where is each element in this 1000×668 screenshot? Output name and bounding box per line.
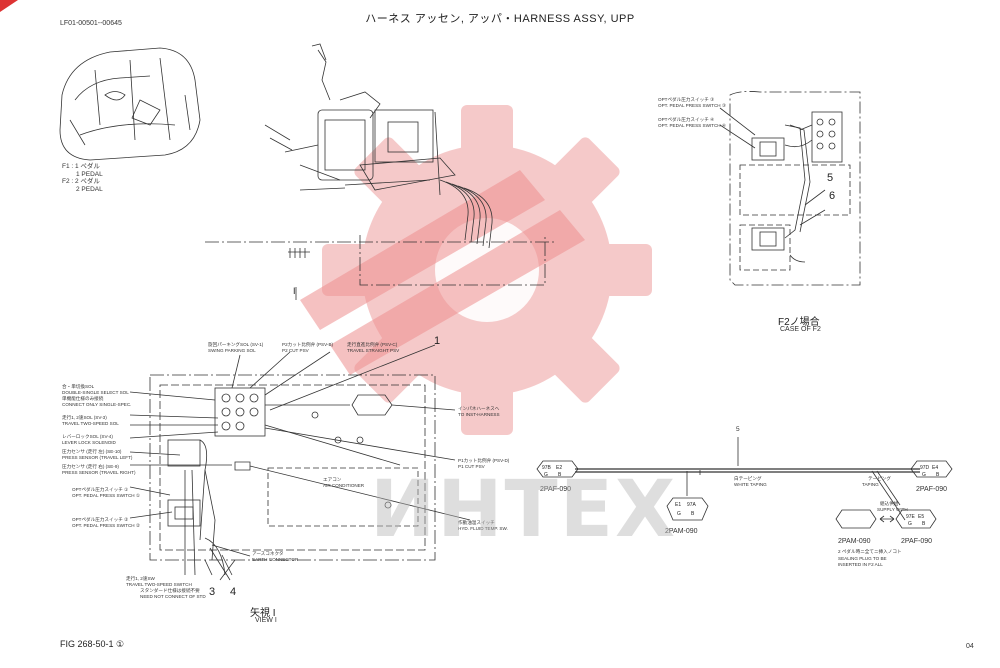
label-inst-en: TO INST-HARNESS <box>458 412 500 417</box>
label-psvc: 走行直進比例弁 (PSV-C) <box>347 342 398 347</box>
label-left: 走行1, 2速SOL (SV-3) <box>62 415 107 420</box>
connector-pin: G <box>544 472 548 478</box>
label-left: 圧力センサ (走行 左) (SE-10) <box>62 449 122 454</box>
view-title: 矢視 I <box>250 608 276 619</box>
pedal-note-f2-en: 2 PEDAL <box>76 186 103 193</box>
pedal-note-f1-en: 1 PEDAL <box>76 171 103 178</box>
connector-pin: 97D <box>920 465 930 471</box>
label-left: LEVER LOCK SOLENOID <box>62 440 116 445</box>
callout-3: 3 <box>209 586 216 598</box>
callout-1: 1 <box>434 335 441 347</box>
connector-code: 2PAM-090 <box>838 538 871 545</box>
label-left: OPT. PEDAL PRESS SWITCH ① <box>72 493 141 498</box>
label-left: CONNECT ONLY SINGLE-SPEC. <box>62 402 132 407</box>
label-taping2-en: TAPING <box>862 482 879 487</box>
callout-6: 6 <box>829 190 836 202</box>
label-taping2: テーピング <box>868 476 891 481</box>
connector-pin: B <box>922 521 926 527</box>
case-f2-title: F2ノ場合 <box>778 317 820 328</box>
label-sealing: 2 ペダル時ニ全てニ挿入ノコト <box>838 549 902 554</box>
label-left: OPT. PEDAL PRESS SWITCH ② <box>72 523 141 528</box>
view-panel <box>149 374 436 576</box>
pedal-note-f1: F1 : 1 ペダル <box>62 163 100 170</box>
f2-label: OPT. PEDAL PRESS SWITCH ③ <box>658 103 727 108</box>
label-taping: 白テーピング <box>734 476 762 481</box>
label-left: 圧力センサ (走行 右) (SE-9) <box>62 464 119 469</box>
watermark-text: ИНТЕХ <box>370 465 678 555</box>
label-supply-en: SUPPLY WITH <box>877 507 908 512</box>
page-title: ハーネス アッセン, アッパ・HARNESS ASSY, UPP <box>365 13 635 25</box>
label-psvb-en: P2 CUT PSV <box>282 348 309 353</box>
connector-pin: G <box>677 511 681 517</box>
connector-code: 2PAF-090 <box>916 486 947 493</box>
label-earth: アースコネクタ <box>252 551 284 556</box>
callout-5: 5 <box>827 172 834 184</box>
callout-5-harness: 5 <box>736 426 740 433</box>
label-psvb: P2カット比例弁 (PSV-B) <box>282 342 334 347</box>
label-psvd-en: P1 CUT PSV <box>458 464 485 469</box>
label-supply: 組込供給 <box>880 501 899 506</box>
label-hydtemp-en: HYD. FLUID TEMP. SW. <box>458 526 508 531</box>
connector-pin: E1 <box>675 502 682 508</box>
label-sv1: 旋回パーキングSOL (SV-1) <box>208 342 264 347</box>
f2-label: OPTペダル圧力スイッチ ④ <box>658 117 715 122</box>
connector-pin: 97E <box>906 514 915 520</box>
connector-code: 2PAM-090 <box>665 528 698 535</box>
label-left: 単機能仕様のみ接続 <box>62 396 104 401</box>
label-bottom: TRAVEL TWO-SPEED SWITCH <box>126 582 192 587</box>
f2-label: OPT. PEDAL PRESS SWITCH ④ <box>658 123 727 128</box>
connector-pin: B <box>558 472 562 478</box>
label-left: PRESS SENSOR (TRAVEL RIGHT) <box>62 470 136 475</box>
connector-pin: G <box>908 521 912 527</box>
label-sealing-en: INSERTED IN F2 ALL <box>838 562 883 567</box>
seat-assembly <box>264 43 456 196</box>
connector-pin: B <box>691 511 695 517</box>
label-bottom: 走行1, 2速SW <box>126 576 155 581</box>
label-bottom: NEED NOT CONNECT OF STD <box>140 594 206 599</box>
connector-pin: 97A <box>687 502 696 508</box>
label-psvc-en: TRAVEL STRAIGHT PSV <box>347 348 400 353</box>
connector-code: 2PAF-090 <box>901 538 932 545</box>
connector-pin: B <box>936 472 940 478</box>
label-taping-en: WHITE TAPING <box>734 482 767 487</box>
page-number: 04 <box>966 643 974 650</box>
connector-pin: E5 <box>918 514 925 520</box>
cab-sketch <box>59 47 201 161</box>
label-left: 合・単切換SOL <box>62 384 95 389</box>
label-sv1-en: SWING PARKING SOL <box>208 348 256 353</box>
label-aircon-en: AIR CONDITIONER <box>323 483 365 488</box>
pedal-note-f2: F2 : 2 ペダル <box>62 178 100 185</box>
label-left: PRESS SENSOR (TRAVEL LEFT) <box>62 455 133 460</box>
label-left: OPTペダル圧力スイッチ ① <box>72 487 129 492</box>
f2-label: OPTペダル圧力スイッチ ③ <box>658 97 715 102</box>
f2-panel <box>719 91 861 286</box>
harness-line <box>536 437 953 529</box>
connector-pin: E2 <box>556 465 563 471</box>
callout-4: 4 <box>230 586 237 598</box>
figure-number: FIG 268-50-1 ① <box>60 639 125 649</box>
label-left: レバーロックSOL (SV-4) <box>62 434 113 439</box>
connector-pin: G <box>922 472 926 478</box>
label-left: OPTペダル圧力スイッチ ② <box>72 517 129 522</box>
case-f2-subtitle: CASE OF F2 <box>780 326 821 333</box>
view-subtitle: VIEW I <box>255 617 277 624</box>
label-aircon: エアコン <box>323 477 342 482</box>
connector-pin: E4 <box>932 465 939 471</box>
view-arrow-mark: I <box>293 286 296 296</box>
serial-range: LF01-00501--00645 <box>60 20 122 27</box>
label-left: TRAVEL TWO-SPEED SOL <box>62 421 119 426</box>
connector-code: 2PAF-090 <box>540 486 571 493</box>
label-hydtemp: 作動油温スイッチ <box>458 520 495 525</box>
label-left: DOUBLE-SINGLE SELECT SOL <box>62 390 129 395</box>
label-earth-en: EARTH CONNECTOR <box>252 557 299 562</box>
label-psvd: P1カット比例弁 (PSV-D) <box>458 458 510 463</box>
label-bottom: スタンダード仕様は接続不要 <box>140 588 200 593</box>
connector-pin: 97B <box>542 465 551 471</box>
label-inst: インパネハーネスへ <box>458 406 500 411</box>
label-sealing-en: SEALING PLUG TO BE <box>838 556 887 561</box>
